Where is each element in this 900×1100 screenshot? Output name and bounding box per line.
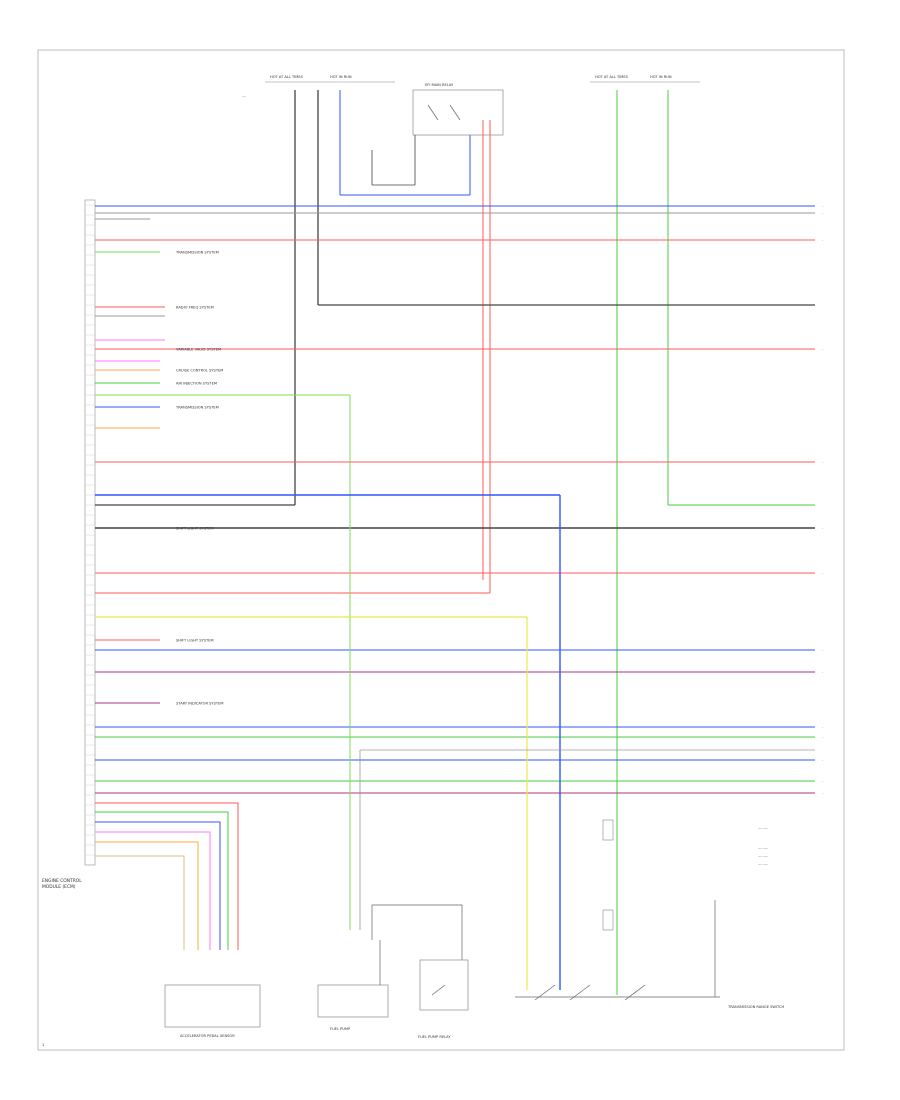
wire-end-marker: ·	[822, 212, 823, 216]
ecm-connector	[84, 199, 96, 866]
top-fuse-label-2: HOT IN RUN	[330, 75, 352, 79]
accelerator-pedal-sensor	[164, 984, 261, 1028]
wire-end-marker: ·	[822, 759, 823, 763]
side-note-8: START INDICATOR SYSTEM	[176, 702, 223, 706]
side-note-0: TRANSMISSION SYSTEM	[175, 251, 219, 255]
trans-ref-2: ·········	[758, 847, 768, 851]
wire-end-marker: ·	[822, 239, 823, 243]
wire-end-marker: ·	[822, 527, 823, 531]
wire-end-marker: ·	[822, 792, 823, 796]
wire-end-marker: ·	[822, 671, 823, 675]
wire-end-marker: ·	[822, 649, 823, 653]
fuel-pump-relay	[419, 959, 469, 1011]
wire-end-marker: ·	[822, 780, 823, 784]
rhs-fuse-label-2: HOT IN RUN	[650, 75, 672, 79]
efi-main-relay	[412, 89, 504, 136]
side-note-5: TRANSMISSION SYSTEM	[175, 406, 219, 410]
side-note-2: VARIABLE VALVE SYSTEM	[176, 348, 221, 352]
ecm-fuse-caption: ····	[242, 95, 247, 99]
wire-end-marker: ·	[822, 726, 823, 730]
side-note-1: RADIO FREQ SYSTEM	[176, 306, 214, 310]
diagram-code: 1	[42, 1043, 44, 1047]
top-fuse-label-1: HOT AT ALL TIMES	[270, 75, 304, 79]
trans-ref-1: ·········	[758, 827, 768, 831]
wire-end-marker: ·	[822, 736, 823, 740]
fuel-pump	[317, 984, 389, 1018]
wire-end-marker: ·	[822, 572, 823, 576]
side-note-4: AIR INJECTION SYSTEM	[176, 382, 217, 386]
rhs-fuse-label-1: HOT AT ALL TIMES	[595, 75, 629, 79]
top-fuse-area: HOT AT ALL TIMES HOT IN RUN ····	[242, 75, 395, 505]
harness-wires: · · · · · · · · · · · · · · TRANSMISSION SYSTEM RADIO F…	[95, 205, 823, 796]
fuel-pump-relay-label: FUEL PUMP RELAY	[418, 1035, 451, 1039]
side-note-6: SHIFT LIGHT SYSTEM	[176, 527, 214, 531]
rhs-fuse-area: HOT AT ALL TIMES HOT IN RUN	[590, 75, 815, 995]
diagram-frame	[37, 49, 845, 1051]
wire-end-marker: ·	[822, 461, 823, 465]
ecm-pin-labels	[85, 204, 95, 856]
efi-main-relay-label: EFI MAIN RELAY	[425, 83, 454, 87]
trans-ref-3: ·········	[758, 855, 768, 859]
wire-end-marker: ·	[822, 348, 823, 352]
side-note-7: SHIFT LIGHT SYSTEM	[176, 639, 214, 643]
transmission-range-switch-label: TRANSMISSION RANGE SWITCH	[727, 1005, 785, 1009]
trans-ref-4: ·········	[758, 863, 768, 867]
accelerator-pedal-sensor-label: ACCELERATOR PEDAL SENSOR	[180, 1034, 235, 1038]
ecm-label-line1: ENGINE CONTROL	[42, 878, 82, 884]
side-note-3: CRUISE CONTROL SYSTEM	[176, 369, 223, 373]
fuel-pump-label: FUEL PUMP	[330, 1027, 351, 1031]
wire-end-marker: ·	[822, 205, 823, 209]
ecm-label-line2: MODULE (ECM)	[42, 884, 76, 890]
